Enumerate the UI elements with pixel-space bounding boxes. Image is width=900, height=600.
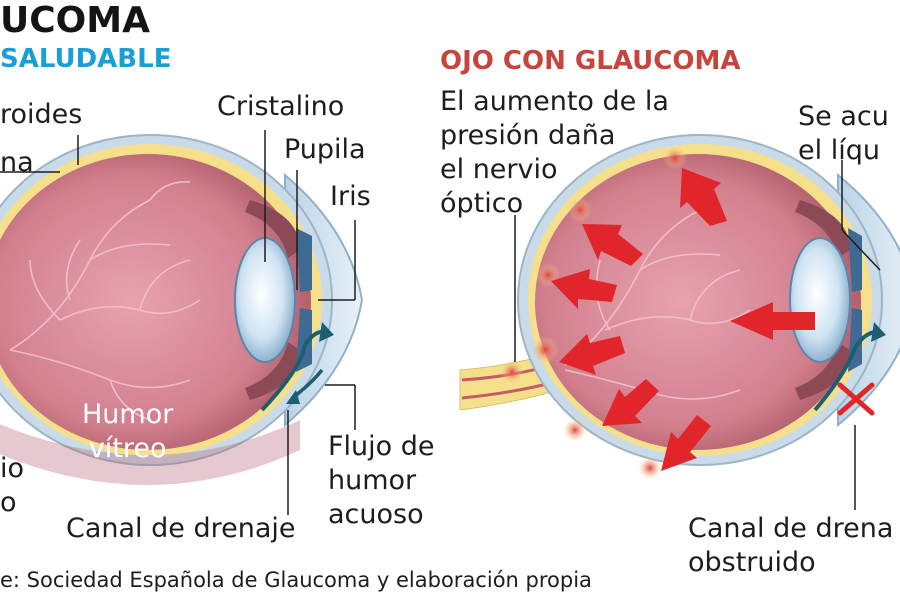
ciliary-body — [245, 200, 300, 258]
label-flujo-humor-acuoso: Flujo de humor acuoso — [328, 431, 435, 530]
lens-glaucoma — [789, 237, 851, 363]
blocked-drain-icon — [837, 382, 875, 416]
label-cristalino: Cristalino — [217, 91, 345, 122]
label-pupila: Pupila — [284, 134, 366, 165]
pressure-arrow — [551, 269, 617, 309]
aqueous-flow-arrow — [260, 329, 326, 412]
blood-vessels — [9, 181, 201, 421]
pressure-arrow — [730, 302, 815, 340]
label-humor-vitreo: Humor vítreo — [82, 399, 174, 464]
source-footer: e: Sociedad Española de Glaucoma y elabo… — [0, 568, 592, 592]
leader-lines — [0, 130, 356, 515]
pressure-arrow — [602, 379, 659, 426]
glaucoma-eye — [459, 134, 900, 510]
label-retina: na — [0, 147, 34, 178]
pressure-arrow — [559, 334, 625, 375]
label-coroides: roides — [0, 99, 83, 130]
label-se-acumula: Se acu el líqu — [798, 101, 889, 166]
healthy-eye-subtitle: SALUDABLE — [0, 44, 172, 74]
label-canal-obstruido: Canal de drena obstruido — [688, 513, 894, 578]
vitreous-body — [0, 154, 311, 450]
label-canal-drenaje: Canal de drenaje — [66, 513, 296, 544]
pressure-arrows — [551, 168, 815, 471]
glaucoma-eye-subtitle: OJO CON GLAUCOMA — [440, 46, 741, 76]
label-presion-nervio: El aumento de la presión daña el nervio … — [440, 86, 669, 219]
label-nervio-partial: io o — [0, 453, 25, 518]
iris — [296, 228, 312, 292]
label-iris: Iris — [330, 181, 371, 212]
page-title: UCOMA — [0, 0, 150, 41]
pressure-arrow — [582, 224, 643, 266]
pressure-arrow — [661, 415, 711, 471]
healthy-eye — [0, 130, 364, 515]
pressure-arrow — [680, 168, 727, 226]
pressure-spots — [500, 146, 687, 480]
